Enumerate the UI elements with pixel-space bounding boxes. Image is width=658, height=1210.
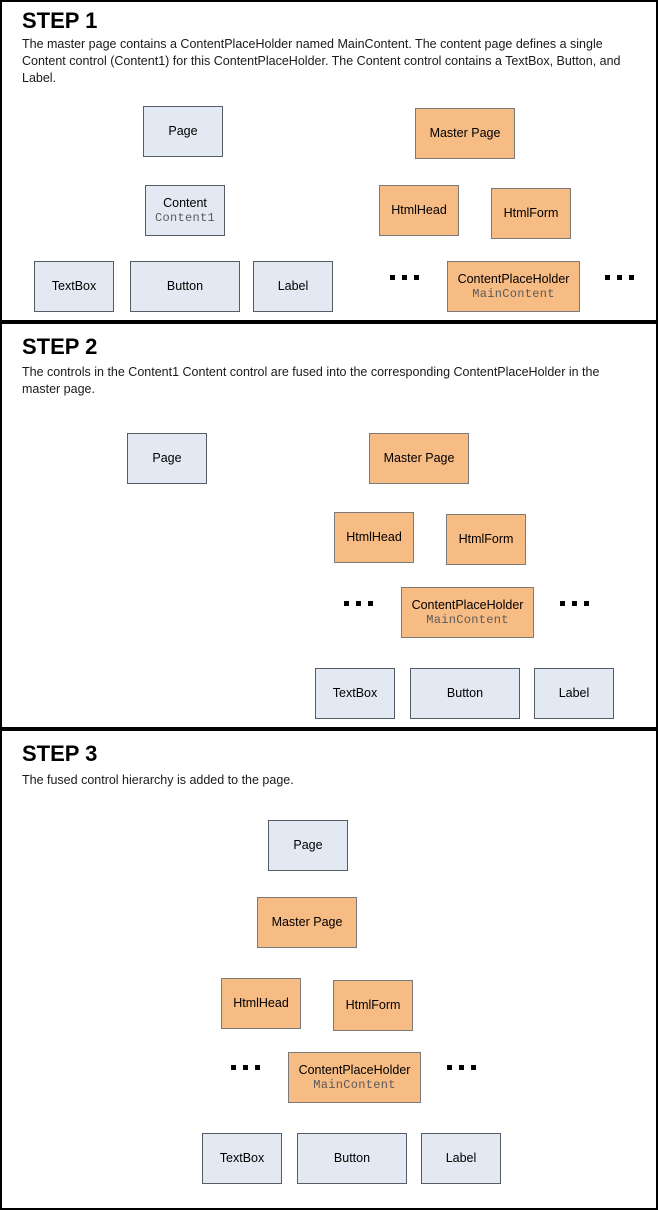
node-label: Page — [152, 451, 182, 465]
node-textbox-step1[interactable]: TextBox — [34, 261, 114, 312]
step-1-description: The master page contains a ContentPlaceH… — [22, 37, 621, 85]
node-label: Label — [558, 686, 590, 700]
node-page-step3[interactable]: Page — [268, 820, 348, 871]
node-label: Button — [166, 279, 204, 293]
node-sublabel: MainContent — [426, 612, 509, 627]
node-contentplaceholder-step1[interactable]: ContentPlaceHolder MainContent — [447, 261, 580, 312]
node-label-step2[interactable]: Label — [534, 668, 614, 719]
node-label: HtmlForm — [458, 532, 514, 546]
node-htmlform-step1[interactable]: HtmlForm — [491, 188, 571, 239]
node-label: HtmlHead — [346, 530, 402, 544]
node-label: ContentPlaceHolder — [411, 597, 524, 612]
step-2-description: The controls in the Content1 Content con… — [22, 365, 600, 396]
node-page-step2[interactable]: Page — [127, 433, 207, 484]
node-label: TextBox — [219, 1151, 265, 1165]
node-master-page-step1[interactable]: Master Page — [415, 108, 515, 159]
node-button-step2[interactable]: Button — [410, 668, 520, 719]
node-label: Content — [163, 195, 207, 210]
node-sublabel: MainContent — [313, 1077, 396, 1092]
step-3-description: The fused control hierarchy is added to … — [22, 773, 294, 787]
node-sublabel: MainContent — [472, 286, 555, 301]
node-label: Master Page — [271, 915, 343, 929]
node-sublabel: Content1 — [154, 210, 215, 225]
node-label: Label — [277, 279, 309, 293]
node-htmlform-step3[interactable]: HtmlForm — [333, 980, 413, 1031]
node-label: Master Page — [383, 451, 455, 465]
step-3-panel — [0, 729, 658, 1210]
node-label: Button — [333, 1151, 371, 1165]
node-label: HtmlHead — [233, 996, 289, 1010]
node-contentplaceholder-step2[interactable]: ContentPlaceHolder MainContent — [401, 587, 534, 638]
node-label: Page — [168, 124, 198, 138]
ellipsis-htmlform-step1 — [605, 275, 634, 280]
node-htmlhead-step2[interactable]: HtmlHead — [334, 512, 414, 563]
ellipsis-htmlhead-step2 — [344, 601, 373, 606]
node-page-step1[interactable]: Page — [143, 106, 223, 157]
node-contentplaceholder-step3[interactable]: ContentPlaceHolder MainContent — [288, 1052, 421, 1103]
node-label: HtmlForm — [345, 998, 401, 1012]
step-2-title: STEP 2 — [22, 334, 98, 359]
node-label: HtmlHead — [391, 203, 447, 217]
node-label: Page — [293, 838, 323, 852]
node-htmlhead-step3[interactable]: HtmlHead — [221, 978, 301, 1029]
node-master-page-step3[interactable]: Master Page — [257, 897, 357, 948]
node-textbox-step3[interactable]: TextBox — [202, 1133, 282, 1184]
node-label: Label — [445, 1151, 477, 1165]
node-label-step1[interactable]: Label — [253, 261, 333, 312]
node-label: TextBox — [51, 279, 97, 293]
step-1-title: STEP 1 — [22, 8, 98, 33]
node-button-step1[interactable]: Button — [130, 261, 240, 312]
node-master-page-step2[interactable]: Master Page — [369, 433, 469, 484]
node-label: HtmlForm — [503, 206, 559, 220]
node-label: ContentPlaceHolder — [457, 271, 570, 286]
step-2-panel — [0, 322, 658, 729]
node-label: Master Page — [429, 126, 501, 140]
node-label-step3[interactable]: Label — [421, 1133, 501, 1184]
node-label: ContentPlaceHolder — [298, 1062, 411, 1077]
node-htmlhead-step1[interactable]: HtmlHead — [379, 185, 459, 236]
ellipsis-htmlhead-step3 — [231, 1065, 260, 1070]
node-button-step3[interactable]: Button — [297, 1133, 407, 1184]
ellipsis-htmlform-step3 — [447, 1065, 476, 1070]
step-3-title: STEP 3 — [22, 741, 98, 766]
node-label: Button — [446, 686, 484, 700]
node-textbox-step2[interactable]: TextBox — [315, 668, 395, 719]
ellipsis-htmlform-step2 — [560, 601, 589, 606]
node-htmlform-step2[interactable]: HtmlForm — [446, 514, 526, 565]
ellipsis-htmlhead-step1 — [390, 275, 419, 280]
node-content-step1[interactable]: Content Content1 — [145, 185, 225, 236]
node-label: TextBox — [332, 686, 378, 700]
